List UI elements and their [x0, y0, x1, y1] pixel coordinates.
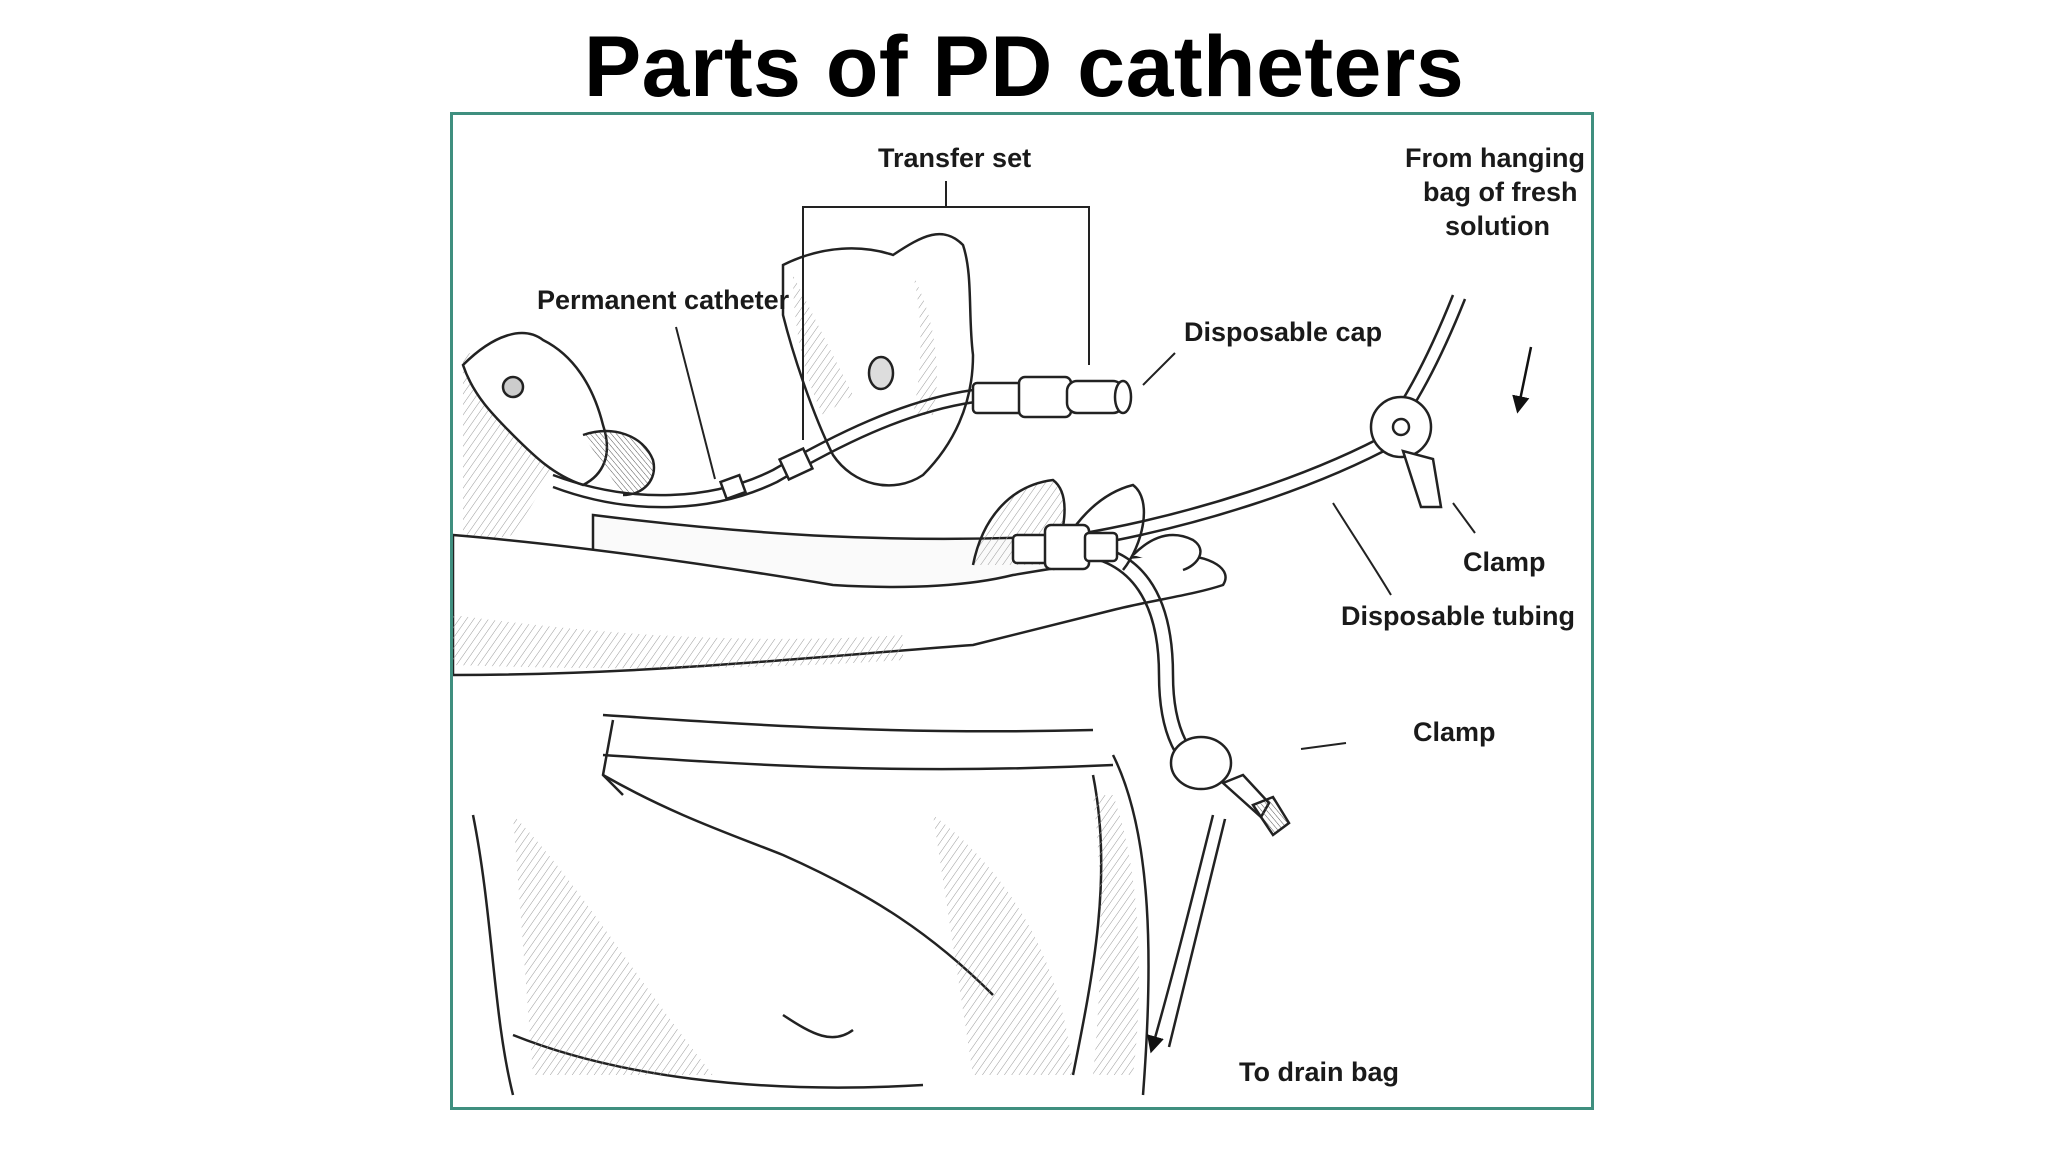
diagram-frame: Transfer set Permanent catheter Disposab… — [450, 112, 1594, 1110]
permanent-catheter-tube — [552, 388, 976, 509]
label-disposable-tubing: Disposable tubing — [1341, 601, 1575, 631]
top-hand-drawing — [781, 232, 975, 487]
disposable-cap-assembly — [971, 375, 1133, 419]
label-from-hanging-line1: From hanging — [1405, 143, 1585, 173]
label-to-drain-bag: To drain bag — [1239, 1057, 1399, 1087]
label-from-hanging-line2: bag of fresh — [1423, 177, 1578, 207]
page-title: Parts of PD catheters — [583, 19, 1465, 115]
upper-clamp-shape — [1369, 395, 1443, 509]
label-disposable-cap: Disposable cap — [1184, 317, 1382, 347]
disposable-tubing — [1072, 294, 1467, 1054]
hand-connector-shape — [1011, 523, 1119, 571]
label-transfer-set: Transfer set — [878, 143, 1031, 173]
transfer-set-bracket — [802, 181, 1090, 440]
exit-site-hand-drawing — [461, 331, 656, 497]
label-clamp-upper: Clamp — [1463, 547, 1546, 577]
label-clamp-lower: Clamp — [1413, 717, 1496, 747]
label-from-hanging-line3: solution — [1445, 211, 1550, 241]
lower-clamp-shape — [1169, 735, 1291, 837]
leader-lines — [675, 326, 1476, 750]
label-permanent-catheter: Permanent catheter — [537, 285, 790, 315]
inflow-arrow — [1512, 346, 1533, 414]
pd-catheter-illustration: Transfer set Permanent catheter Disposab… — [453, 143, 1585, 1096]
